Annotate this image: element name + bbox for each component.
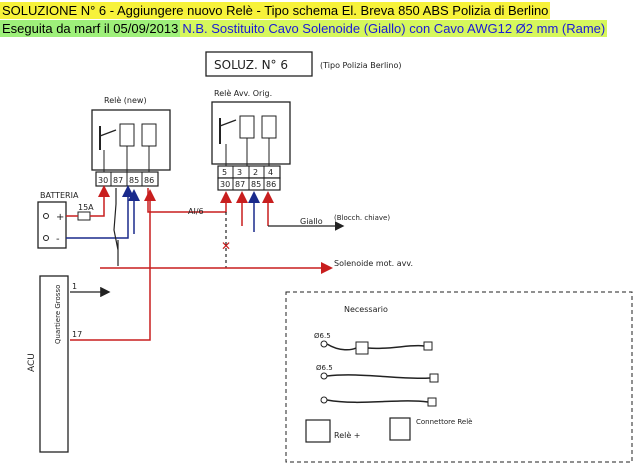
relay-orig-t30: 30 — [220, 180, 230, 189]
title-box: SOLUZ. N° 6 (Tipo Polizia Berlino) — [205, 51, 401, 77]
relay-orig-t87: 87 — [235, 180, 245, 189]
acu-sublabel: Quartiere Grosso — [54, 285, 62, 344]
relay-orig-n2: 2 — [253, 168, 258, 177]
relay-new-t30: 30 — [98, 176, 108, 185]
title-box-text: SOLUZ. N° 6 — [214, 58, 288, 72]
gauge-label-1: Ø6.5 — [314, 332, 331, 340]
relay-orig-n5: 5 — [222, 168, 227, 177]
wire-solenoide: Solenoide mot. avv. — [334, 259, 413, 268]
battery: BATTERIA + - 15A — [37, 191, 94, 249]
author-date: Eseguita da marf il 05/09/2013 — [0, 20, 181, 37]
wire-giallo-note: (Blocch. chiave) — [334, 214, 390, 222]
wire-label-ai6: AI/6 — [188, 207, 204, 216]
necessario-title: Necessario — [344, 305, 388, 314]
title-note: (Tipo Polizia Berlino) — [320, 61, 401, 70]
relay-new-t85: 85 — [129, 176, 139, 185]
header-line-1: SOLUZIONE N° 6 - Aggiungere nuovo Relè -… — [0, 2, 551, 19]
relay-new: Relè (new) 30 87 85 86 — [91, 95, 171, 187]
acu-pin-1: 1 — [72, 282, 77, 291]
nb-note: N.B. Sostituito Cavo Solenoide (Giallo) … — [180, 20, 608, 37]
fuse-label: 15A — [78, 203, 94, 212]
relay-new-label: Relè (new) — [104, 95, 147, 105]
battery-minus: - — [56, 234, 60, 245]
battery-label: BATTERIA — [40, 191, 79, 200]
wire-giallo: Giallo — [300, 217, 323, 226]
relay-orig-label: Relè Avv. Orig. — [214, 88, 272, 98]
necessario-box: Necessario Ø6.5 Ø6.5 Relè + Connettore R… — [285, 291, 633, 463]
cut-mark: ✕ — [221, 239, 231, 253]
relay-new-t86: 86 — [144, 176, 154, 185]
relay-orig-t86: 86 — [266, 180, 276, 189]
gauge-label-2: Ø6.5 — [316, 364, 333, 372]
relay-orig-n3: 3 — [237, 168, 242, 177]
relay-new-t87: 87 — [113, 176, 123, 185]
relay-orig: Relè Avv. Orig. 5 3 2 4 30 87 85 86 — [211, 88, 291, 191]
acu-label: ACU — [27, 353, 37, 372]
rele-plus: Relè + — [334, 430, 361, 440]
acu-pin-17: 17 — [72, 330, 82, 339]
battery-plus: + — [56, 212, 64, 223]
connettore-label: Connettore Relè — [416, 418, 473, 426]
relay-orig-n4: 4 — [268, 168, 273, 177]
relay-orig-t85: 85 — [251, 180, 261, 189]
solution-title: SOLUZIONE N° 6 - Aggiungere nuovo Relè -… — [0, 2, 551, 19]
acu: ACU Quartiere Grosso 1 17 — [27, 275, 82, 453]
